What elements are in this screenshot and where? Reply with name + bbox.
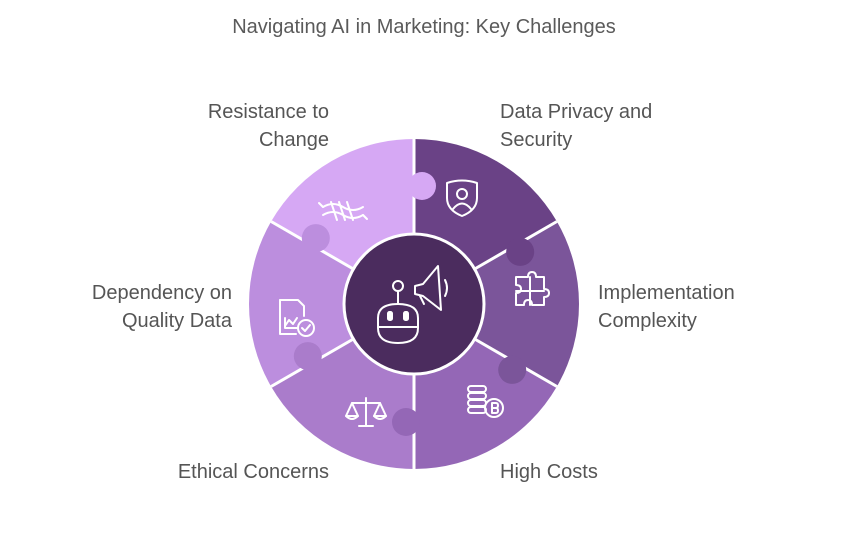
label-ethical-concerns: Ethical Concerns bbox=[177, 461, 329, 483]
label-high-costs: High Costs bbox=[500, 461, 598, 483]
puzzle-icon bbox=[515, 271, 550, 306]
puzzle-tab bbox=[506, 237, 535, 266]
scales-icon bbox=[345, 397, 387, 427]
puzzle-tab bbox=[392, 408, 420, 436]
segment-dependency bbox=[249, 221, 414, 387]
coins-icon bbox=[467, 385, 504, 418]
puzzle-tab bbox=[293, 342, 322, 371]
segment-implementation bbox=[414, 221, 579, 387]
shield-user-icon bbox=[446, 179, 478, 217]
rope-knot-icon bbox=[318, 201, 368, 221]
puzzle-tab bbox=[408, 172, 436, 200]
document-check-icon bbox=[279, 299, 315, 337]
center-hub bbox=[342, 232, 486, 376]
robot-megaphone-icon bbox=[377, 265, 448, 344]
puzzle-tab bbox=[301, 224, 330, 253]
puzzle-tab bbox=[498, 355, 527, 384]
diagram-title: Navigating AI in Marketing: Key Challeng… bbox=[232, 16, 616, 38]
